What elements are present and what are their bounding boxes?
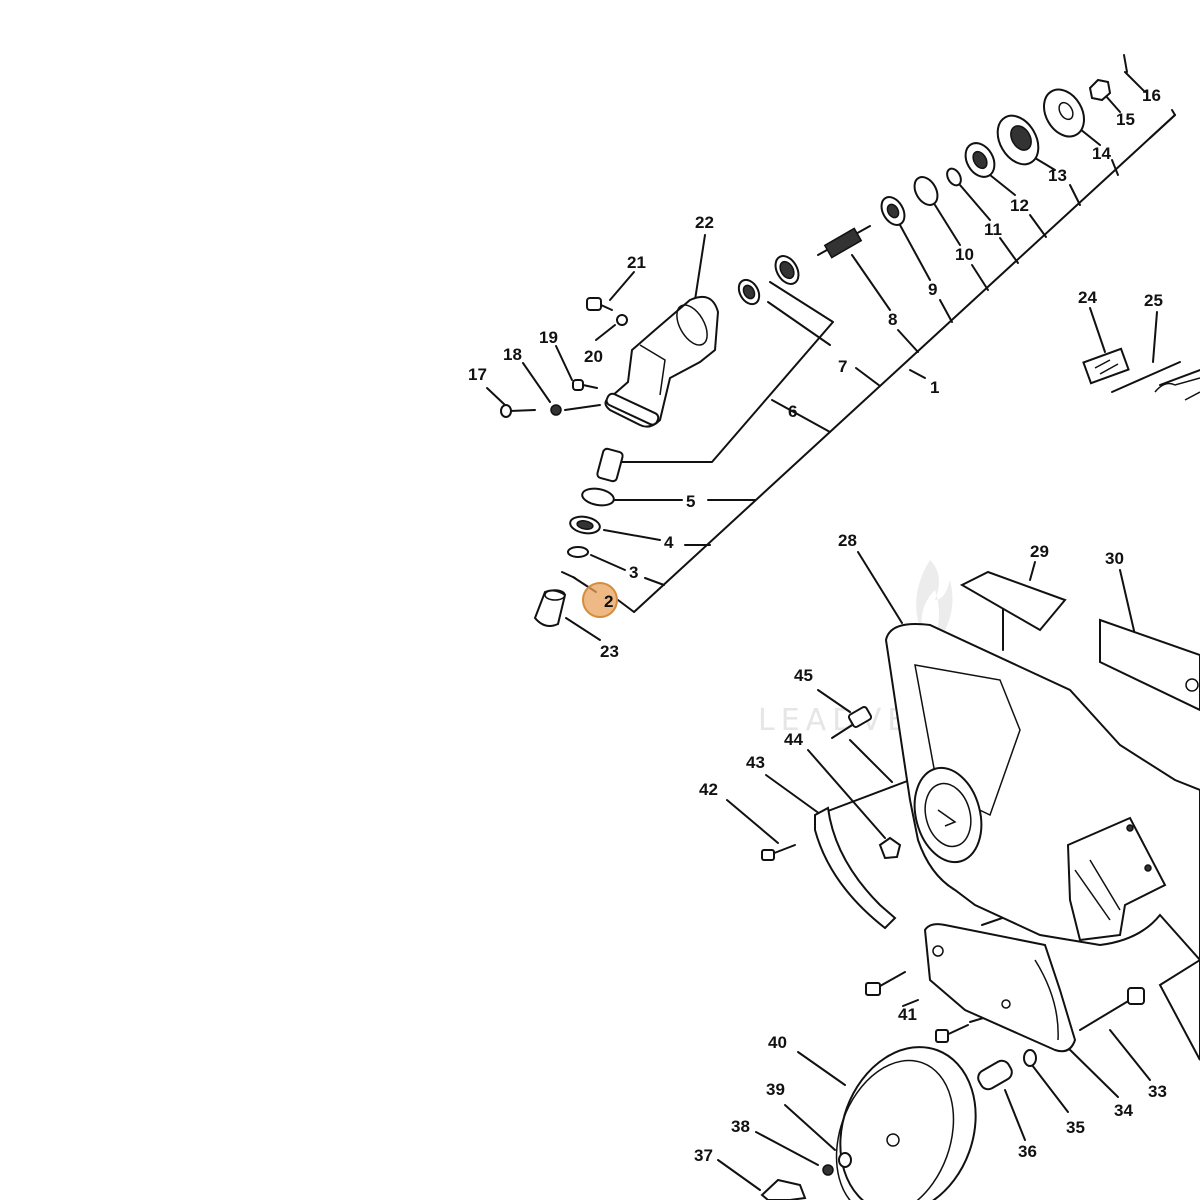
washer-3 bbox=[567, 546, 589, 558]
spring-pin bbox=[561, 571, 576, 579]
callout-10[interactable]: 10 bbox=[955, 245, 974, 264]
ring-5 bbox=[581, 487, 615, 507]
screw-21 bbox=[586, 297, 602, 311]
callout-29[interactable]: 29 bbox=[1030, 542, 1049, 561]
screw-19 bbox=[572, 379, 584, 391]
gear-housing bbox=[500, 296, 720, 627]
callout-12[interactable]: 12 bbox=[1010, 196, 1029, 215]
callout-22[interactable]: 22 bbox=[695, 213, 714, 232]
callout-23[interactable]: 23 bbox=[600, 642, 619, 661]
callout-labels: 1 2 3 4 5 6 7 8 9 10 11 12 13 14 15 16 1… bbox=[468, 86, 1167, 1165]
callout-37[interactable]: 37 bbox=[694, 1146, 713, 1165]
wheel-40 bbox=[839, 1046, 977, 1200]
callout-8[interactable]: 8 bbox=[888, 310, 897, 329]
nut-37 bbox=[760, 1178, 807, 1200]
wrench-25 bbox=[1111, 361, 1181, 393]
callout-11[interactable]: 11 bbox=[984, 220, 1002, 239]
callout-17[interactable]: 17 bbox=[468, 365, 487, 384]
nut-44 bbox=[878, 836, 902, 860]
callout-15[interactable]: 15 bbox=[1116, 110, 1135, 129]
blade-guard bbox=[884, 623, 1200, 962]
callout-18[interactable]: 18 bbox=[503, 345, 522, 364]
spacer-36 bbox=[977, 1059, 1013, 1091]
highlight-marker[interactable] bbox=[582, 582, 618, 618]
callout-38[interactable]: 38 bbox=[731, 1117, 750, 1136]
callout-9[interactable]: 9 bbox=[928, 280, 937, 299]
bag-24 bbox=[1082, 347, 1130, 385]
callout-5[interactable]: 5 bbox=[686, 492, 695, 511]
callout-7[interactable]: 7 bbox=[838, 357, 847, 376]
callout-21[interactable]: 21 bbox=[627, 253, 646, 272]
guard-fasteners bbox=[761, 706, 902, 930]
bolt-17 bbox=[509, 409, 536, 412]
callout-39[interactable]: 39 bbox=[766, 1080, 785, 1099]
nut bbox=[1088, 78, 1112, 102]
callout-34[interactable]: 34 bbox=[1114, 1101, 1133, 1120]
callout-44[interactable]: 44 bbox=[784, 730, 803, 749]
washer-20 bbox=[616, 314, 628, 326]
snap-ring bbox=[913, 176, 939, 206]
upper-components bbox=[737, 54, 1128, 306]
washer-38 bbox=[822, 1164, 834, 1176]
callout-28[interactable]: 28 bbox=[838, 531, 857, 550]
callout-25[interactable]: 25 bbox=[1144, 291, 1163, 310]
callout-41[interactable]: 41 bbox=[898, 1005, 917, 1024]
split-pin bbox=[1123, 54, 1128, 73]
callout-40[interactable]: 40 bbox=[768, 1033, 787, 1052]
callout-1[interactable]: 1 bbox=[930, 378, 939, 397]
label-29 bbox=[959, 570, 1067, 632]
callout-4[interactable]: 4 bbox=[664, 533, 674, 552]
leader-lines bbox=[486, 71, 1176, 1191]
strap-43 bbox=[814, 806, 897, 930]
callout-2[interactable]: 2 bbox=[604, 592, 613, 611]
callout-3[interactable]: 3 bbox=[629, 563, 638, 582]
pinion-shaft bbox=[817, 225, 871, 259]
callout-36[interactable]: 36 bbox=[1018, 1142, 1037, 1161]
washer-disk bbox=[1043, 88, 1085, 138]
callout-24[interactable]: 24 bbox=[1078, 288, 1097, 307]
callout-20[interactable]: 20 bbox=[584, 347, 603, 366]
small-washer bbox=[946, 167, 962, 187]
callout-6[interactable]: 6 bbox=[788, 402, 797, 421]
plate-34 bbox=[923, 923, 1077, 1053]
callout-33[interactable]: 33 bbox=[1148, 1082, 1167, 1101]
washer-18 bbox=[550, 404, 562, 416]
washer-35 bbox=[1023, 1049, 1037, 1067]
sleeve-23 bbox=[533, 589, 567, 627]
callout-13[interactable]: 13 bbox=[1048, 166, 1067, 185]
callout-45[interactable]: 45 bbox=[794, 666, 813, 685]
callout-16[interactable]: 16 bbox=[1142, 86, 1161, 105]
label-30 bbox=[1099, 618, 1200, 712]
callout-42[interactable]: 42 bbox=[699, 780, 718, 799]
spline-coupling bbox=[596, 447, 624, 483]
lower-assembly bbox=[760, 923, 1200, 1200]
callout-19[interactable]: 19 bbox=[539, 328, 558, 347]
bolt-33 bbox=[1079, 996, 1136, 1031]
callout-35[interactable]: 35 bbox=[1066, 1118, 1085, 1137]
callout-30[interactable]: 30 bbox=[1105, 549, 1124, 568]
callout-14[interactable]: 14 bbox=[1092, 144, 1111, 163]
callout-43[interactable]: 43 bbox=[746, 753, 765, 772]
tools-24-25 bbox=[1082, 347, 1200, 401]
washer-39 bbox=[838, 1152, 852, 1168]
